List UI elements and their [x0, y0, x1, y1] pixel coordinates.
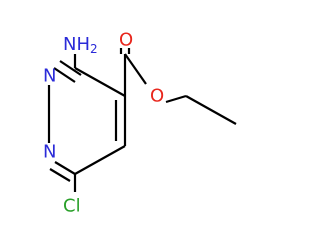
bond-c3-n2-inner	[59, 60, 82, 76]
bond-cester-o-ester	[124, 53, 147, 85]
chlorine-label: Cl	[63, 196, 81, 217]
amino-main: NH	[63, 34, 90, 55]
bond-c3-n2	[53, 67, 76, 83]
carbonyl-oxygen-label: O	[119, 30, 133, 51]
amino-subscript: 2	[90, 42, 98, 56]
bond-n1-c6	[54, 161, 76, 175]
bond-n1-c6-inner	[49, 168, 71, 182]
substituent-bonds	[73, 48, 237, 192]
ring-nitrogen-upper: N	[43, 66, 56, 87]
atom-labels: NH2 N N O O Cl	[43, 30, 164, 217]
structure-canvas: NH2 N N O O Cl	[43, 29, 237, 217]
molecule-diagram: NH2 N N O O Cl	[43, 30, 237, 217]
bond-o-ch2	[165, 94, 187, 104]
bond-c4-c3	[74, 67, 126, 97]
bond-ch2-ch3	[185, 95, 237, 125]
ring-nitrogen-lower: N	[43, 142, 56, 163]
amino-group-label: NH2	[63, 34, 98, 57]
ring-bonds	[47, 60, 127, 182]
ester-oxygen-label: O	[150, 86, 164, 107]
bond-c6-c5	[74, 145, 126, 175]
